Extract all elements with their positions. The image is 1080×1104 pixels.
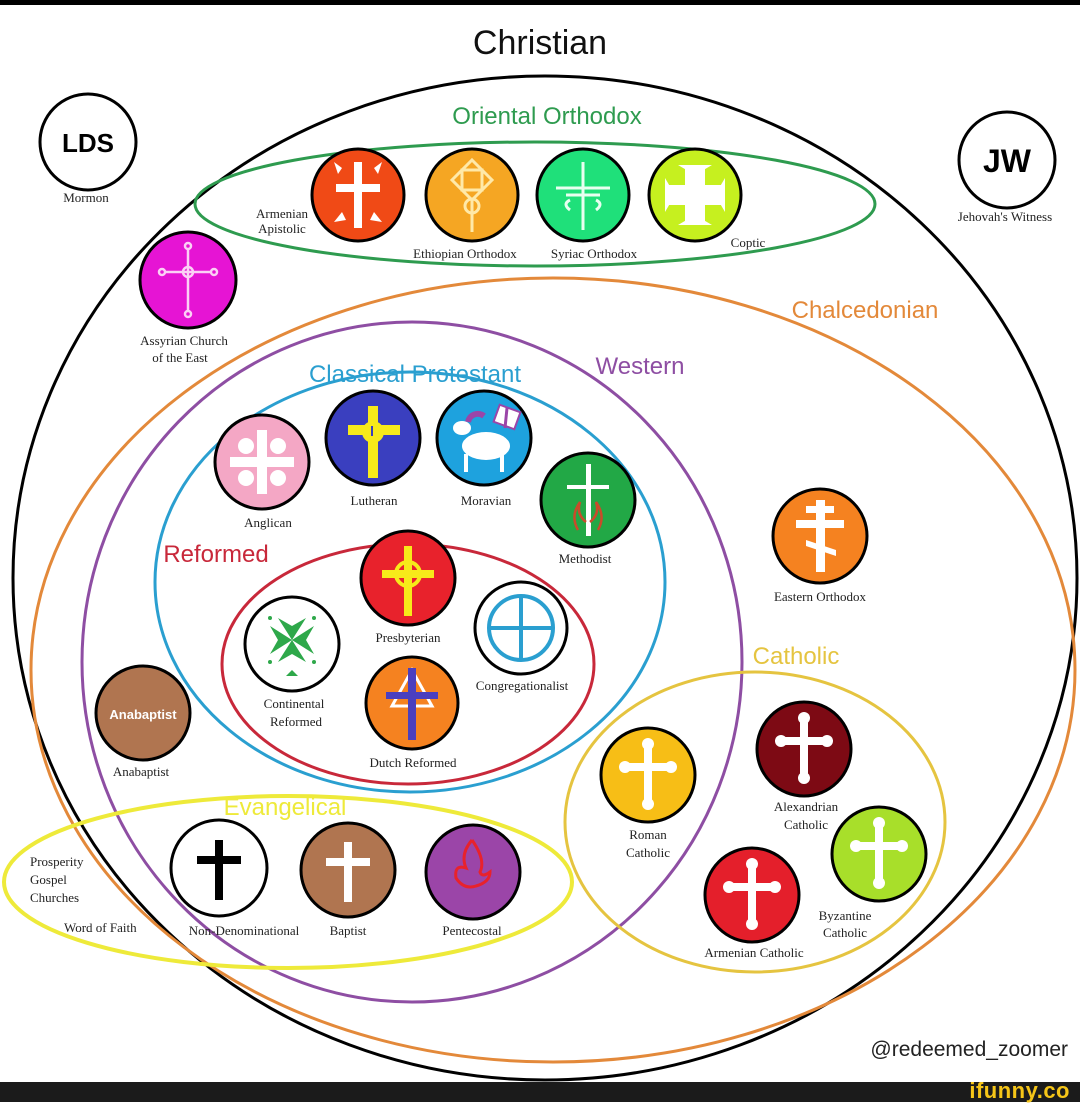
node-label: Armenian Catholic [704, 945, 804, 960]
coptic-cross-icon [665, 165, 725, 225]
jw-node: JW Jehovah's Witness [957, 110, 1057, 224]
flame-icon [454, 839, 492, 889]
node-byzantine-catholic: Byzantine Catholic [819, 805, 928, 940]
armenian-cross-icon [334, 162, 382, 228]
node-anglican: Anglican [213, 413, 311, 530]
node-armenian-catholic: Armenian Catholic [703, 846, 804, 960]
chalcedonian-outline [29, 276, 1077, 1064]
diagram-title: Christian [473, 24, 607, 62]
node-continental-reformed: Continental Reformed [243, 595, 341, 729]
oriental-outline [193, 140, 877, 268]
group-label-protestant: Classical Protestant [309, 361, 521, 388]
node-armenian-apostolic: Armenian Apistolic [256, 147, 406, 243]
node-label: Reformed [270, 714, 322, 729]
lds-label: Mormon [63, 190, 109, 205]
node-anabaptist: Anabaptist Anabaptist [94, 664, 192, 779]
christian-outline [11, 74, 1079, 1082]
node-ethiopian-orthodox: Ethiopian Orthodox [413, 147, 520, 261]
node-lutheran: Lutheran [324, 389, 422, 508]
huguenot-cross-icon [268, 616, 316, 676]
orthodox-cross-icon [796, 500, 844, 572]
jw-label: Jehovah's Witness [958, 209, 1052, 224]
protestant-outline [153, 370, 667, 794]
node-label: Dutch Reformed [369, 755, 457, 770]
node-label: Continental [264, 696, 325, 711]
node-moravian: Moravian [435, 389, 533, 508]
lds-badge: LDS [62, 128, 114, 158]
top-bar [0, 0, 1080, 5]
node-roman-catholic: Roman Catholic [599, 726, 697, 860]
node-non-denominational: Non-Denominational [169, 818, 300, 938]
node-label: Armenian [256, 206, 308, 221]
node-label: Lutheran [351, 493, 398, 508]
prosperity-label: Churches [30, 890, 79, 905]
catholic-outline [563, 670, 947, 974]
node-label: Anglican [244, 515, 292, 530]
syriac-cross-icon [556, 162, 610, 230]
prosperity-label: Prosperity [30, 854, 84, 869]
watermark-logo: ifunny.co [969, 1078, 1070, 1103]
node-label: Catholic [784, 817, 828, 832]
node-methodist: Methodist [539, 451, 637, 566]
evangelical-outline [2, 794, 574, 970]
triangle-cross-icon [386, 666, 438, 740]
watermark-bar: ifunny.co [0, 1078, 1080, 1103]
group-label-chalcedonian: Chalcedonian [792, 297, 939, 324]
cross-flame-icon [567, 464, 609, 536]
node-label: Eastern Orthodox [774, 589, 867, 604]
celtic-cross-icon [382, 546, 434, 616]
word-of-faith-label: Word of Faith [64, 920, 137, 935]
node-label: Catholic [823, 925, 867, 940]
node-label: Coptic [731, 235, 766, 250]
node-label: Congregationalist [476, 678, 569, 693]
node-label: Anabaptist [113, 764, 170, 779]
node-label: Baptist [330, 923, 367, 938]
node-presbyterian: Presbyterian [359, 529, 457, 645]
node-syriac-orthodox: Syriac Orthodox [535, 147, 638, 261]
node-label: Alexandrian [774, 799, 839, 814]
node-label: Pentecostal [442, 923, 502, 938]
group-label-western: Western [596, 353, 685, 380]
node-label: Assyrian Church [140, 333, 228, 348]
ethiopian-cross-icon [449, 157, 495, 232]
western-outline [80, 320, 744, 1004]
group-label-catholic: Catholic [753, 643, 840, 670]
node-label: Ethiopian Orthodox [413, 246, 517, 261]
sun-cross-icon [487, 594, 555, 662]
node-label: Syriac Orthodox [551, 246, 638, 261]
anabaptist-badge-icon: Anabaptist [109, 707, 177, 722]
author-credit: @redeemed_zoomer [870, 1038, 1068, 1061]
node-label: Moravian [461, 493, 512, 508]
anglican-cross-icon [230, 430, 294, 494]
node-label: Byzantine [819, 908, 872, 923]
node-pentecostal: Pentecostal [424, 823, 522, 938]
assyrian-cross-icon [157, 241, 219, 319]
group-label-oriental: Oriental Orthodox [452, 103, 641, 130]
node-congregationalist: Congregationalist [473, 580, 569, 693]
lamb-banner-icon [453, 403, 522, 472]
group-label-reformed: Reformed [163, 541, 268, 568]
lds-node: LDS Mormon [38, 92, 138, 205]
luther-rose-cross-icon [348, 406, 400, 478]
node-label: Presbyterian [376, 630, 441, 645]
prosperity-label: Gospel [30, 872, 67, 887]
node-label: Apistolic [258, 221, 306, 236]
node-coptic: Coptic [647, 147, 766, 250]
node-alexandrian-catholic: Alexandrian Catholic [755, 700, 853, 832]
node-baptist: Baptist [299, 821, 397, 938]
node-eastern-orthodox: Eastern Orthodox [771, 487, 869, 604]
node-label: Roman [629, 827, 667, 842]
node-label: Catholic [626, 845, 670, 860]
node-assyrian: Assyrian Church of the East [138, 230, 238, 365]
node-dutch-reformed: Dutch Reformed [364, 655, 460, 770]
group-label-evangelical: Evangelical [224, 794, 347, 821]
node-label: Non-Denominational [189, 923, 300, 938]
node-label: of the East [152, 350, 208, 365]
jw-badge: JW [983, 143, 1032, 179]
node-label: Methodist [559, 551, 612, 566]
